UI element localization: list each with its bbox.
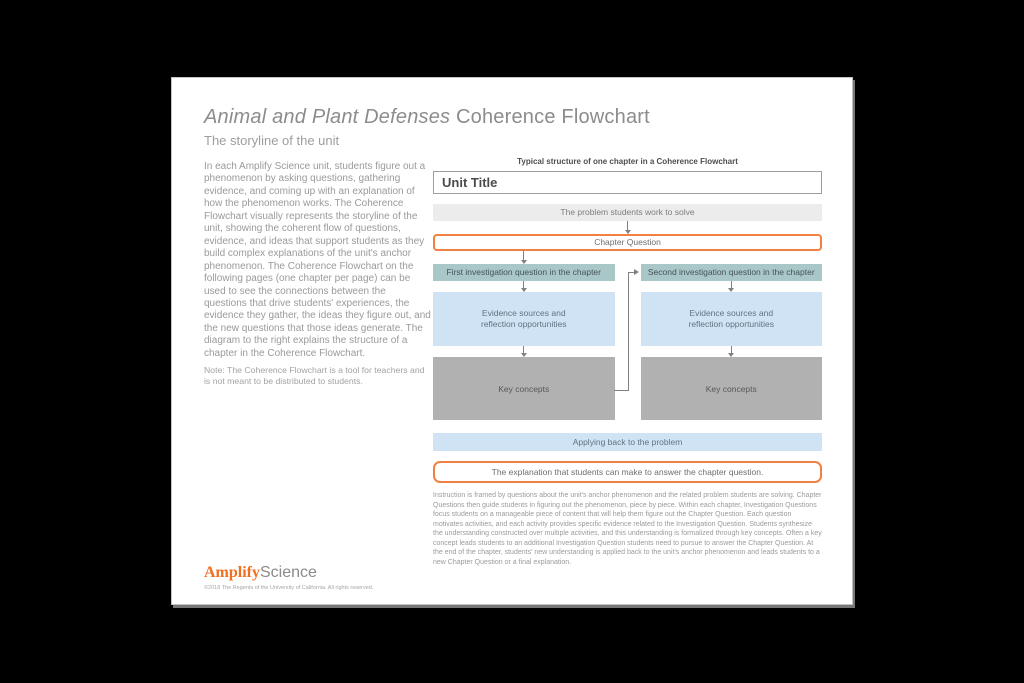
- down-arrow-icon: [520, 281, 527, 292]
- intro-section: In each Amplify Science unit, students f…: [204, 161, 431, 387]
- chapter-question-box: Chapter Question: [433, 234, 822, 251]
- copyright-text: ©2018 The Regents of the University of C…: [204, 585, 374, 591]
- page-title-rest: Coherence Flowchart: [450, 106, 650, 128]
- second-investigation-column: Second investigation question in the cha…: [640, 251, 823, 420]
- page-title-unit-name: Animal and Plant Defenses: [204, 106, 451, 128]
- connector-line: [628, 272, 635, 273]
- logo-amplify-text: Amplify: [204, 564, 260, 581]
- evidence-sources-box: Evidence sources and reflection opportun…: [433, 292, 615, 346]
- down-arrow-icon: [728, 346, 735, 357]
- intro-paragraph: In each Amplify Science unit, students f…: [204, 161, 431, 359]
- problem-box: The problem students work to solve: [433, 204, 822, 221]
- connector-line: [614, 390, 629, 391]
- evidence-sources-box: Evidence sources and reflection opportun…: [640, 292, 822, 346]
- down-arrow-icon: [520, 346, 527, 357]
- down-arrow-icon: [520, 251, 527, 264]
- down-arrow-icon: [728, 281, 735, 292]
- applying-back-box: Applying back to the problem: [433, 433, 822, 451]
- intro-note: Note: The Coherence Flowchart is a tool …: [204, 365, 425, 387]
- down-arrow-icon: [624, 221, 631, 234]
- spacer: [641, 251, 823, 264]
- explanation-box: The explanation that students can make t…: [433, 461, 822, 483]
- document-header: Animal and Plant Defenses Coherence Flow…: [204, 106, 650, 148]
- connector-line: [628, 272, 629, 391]
- first-investigation-question-box: First investigation question in the chap…: [433, 264, 615, 281]
- key-concepts-box: Key concepts: [640, 357, 822, 420]
- second-investigation-question-box: Second investigation question in the cha…: [640, 264, 822, 281]
- page-subtitle: The storyline of the unit: [204, 133, 340, 148]
- page-title: Animal and Plant Defenses Coherence Flow…: [204, 106, 650, 129]
- key-concepts-box: Key concepts: [433, 357, 615, 420]
- coherence-flowchart: Typical structure of one chapter in a Co…: [433, 157, 822, 567]
- amplify-science-logo: AmplifyScience: [204, 564, 373, 582]
- investigation-columns: First investigation question in the chap…: [433, 251, 822, 420]
- flowchart-caption: Instruction is framed by questions about…: [433, 492, 822, 566]
- unit-title-box: Unit Title: [433, 171, 822, 194]
- document-page: Animal and Plant Defenses Coherence Flow…: [171, 77, 853, 605]
- first-investigation-column: First investigation question in the chap…: [433, 251, 615, 420]
- flowchart-title: Typical structure of one chapter in a Co…: [517, 157, 738, 166]
- page-footer: AmplifyScience ©2018 The Regents of the …: [204, 564, 373, 591]
- logo-science-text: Science: [260, 564, 317, 581]
- connector-arrow-icon: [634, 269, 639, 275]
